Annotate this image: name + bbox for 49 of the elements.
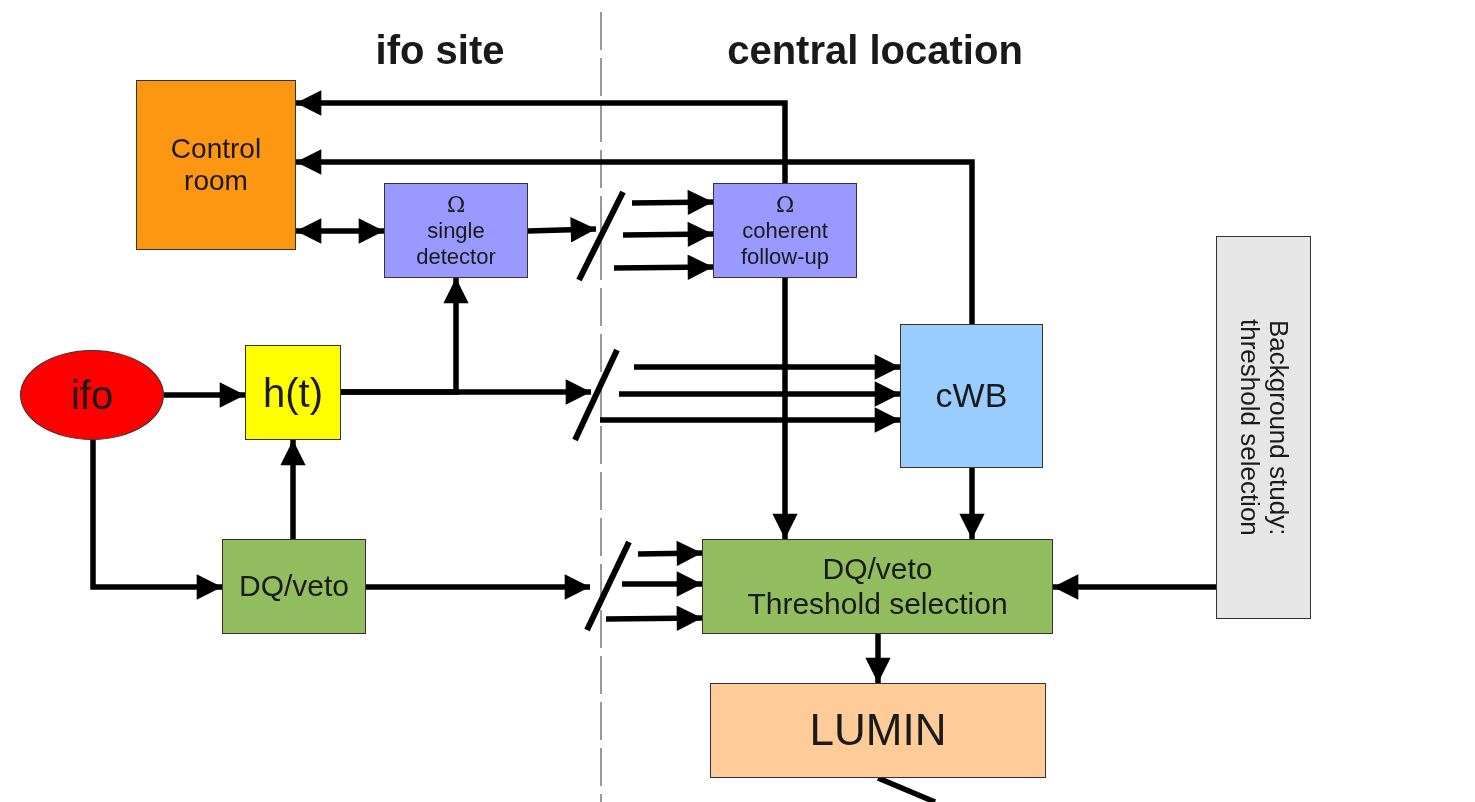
process-box — [384, 183, 528, 278]
arrow — [634, 354, 900, 380]
arrow — [959, 468, 985, 539]
box-label: LUMIN — [809, 705, 947, 756]
box-label: ifo — [70, 372, 114, 418]
arrow — [366, 574, 590, 600]
box-label: DQ/veto — [238, 569, 349, 604]
arrow — [164, 382, 245, 408]
arrow — [341, 379, 591, 405]
arrow — [619, 381, 900, 407]
arrow — [613, 254, 714, 280]
box-label: h(t) — [263, 369, 323, 416]
arrow — [772, 278, 798, 539]
control-room-box — [136, 80, 296, 250]
arrow — [296, 218, 384, 244]
arrow — [90, 440, 222, 600]
arrow — [527, 217, 597, 243]
process-box — [222, 539, 366, 634]
slash-symbol — [584, 540, 632, 632]
box-label: DQ/veto — [822, 552, 933, 587]
arrow — [865, 634, 891, 683]
arrow — [1053, 574, 1216, 600]
slash-symbol — [576, 190, 626, 282]
arrow — [600, 407, 900, 433]
output-box — [710, 683, 1046, 778]
study-box — [1216, 236, 1311, 619]
pipeline-box — [900, 324, 1043, 468]
omega-symbol: Ω — [446, 192, 466, 219]
arrow — [622, 571, 702, 597]
section-heading: ifo site — [375, 27, 505, 73]
omega-symbol: Ω — [775, 192, 795, 219]
arrow — [605, 605, 703, 631]
arrow — [296, 149, 975, 324]
arrow — [622, 221, 714, 247]
box-label: coherent follow-up — [739, 218, 830, 269]
arrow — [637, 540, 703, 567]
box-label: Control room — [169, 132, 263, 198]
arrow — [280, 440, 306, 539]
process-box — [713, 183, 857, 278]
signal-box — [245, 345, 341, 440]
box-label: Threshold selection — [747, 586, 1008, 621]
box-label: single detector — [415, 218, 497, 269]
arrow — [296, 90, 788, 183]
section-heading: central location — [727, 27, 1023, 73]
arrow — [631, 189, 714, 215]
box-label: cWB — [935, 376, 1008, 416]
slash-symbol — [572, 348, 620, 442]
box-label: Background study: threshold selection — [1233, 318, 1294, 538]
selection-box — [702, 539, 1053, 634]
